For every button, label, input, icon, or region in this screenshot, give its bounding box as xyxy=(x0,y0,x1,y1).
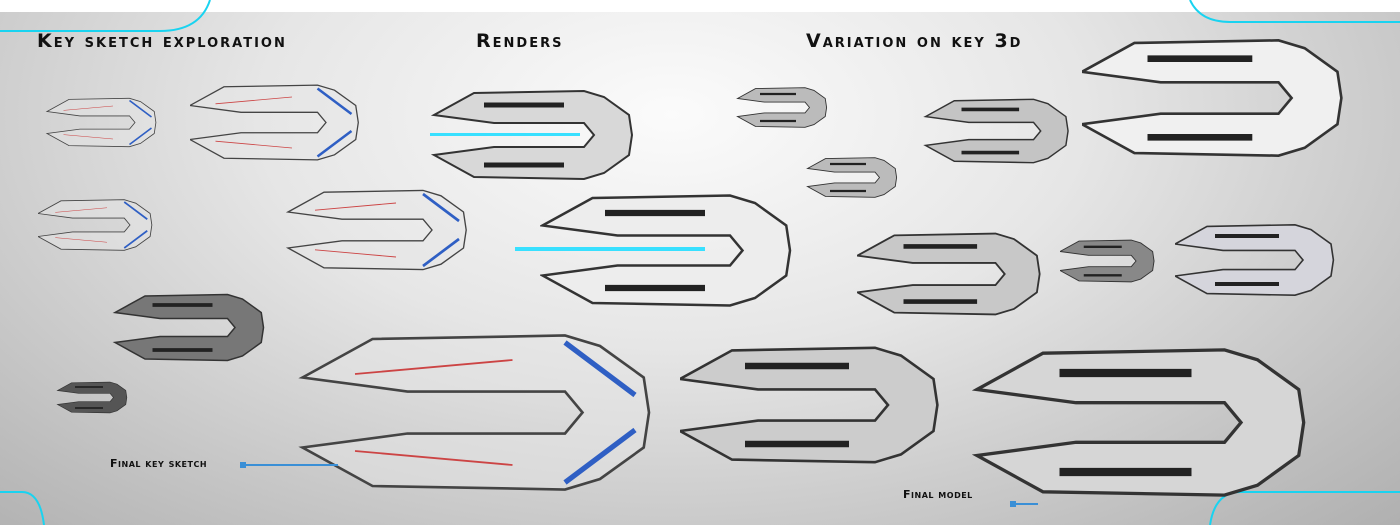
variation-ship-8 xyxy=(680,348,937,462)
final-key-sketch xyxy=(303,336,650,490)
variation-ship-1 xyxy=(736,86,828,129)
heading-renders: Renders xyxy=(476,30,564,52)
render-glow-1 xyxy=(430,133,580,136)
sketch-ship-1 xyxy=(46,97,157,148)
variation-ship-7 xyxy=(1175,225,1333,295)
sketch-ship-5 xyxy=(115,295,264,361)
callout-final-key-sketch: Final key sketch xyxy=(110,457,208,470)
variation-ship-2 xyxy=(806,156,898,199)
heading-key-sketch-exploration: Key sketch exploration xyxy=(37,30,287,52)
accent-line-bottom-left xyxy=(0,491,45,525)
callout-leader-model xyxy=(1010,501,1038,507)
final-model xyxy=(977,350,1304,495)
callout-leader-sketch xyxy=(240,462,338,468)
variation-ship-6 xyxy=(1060,238,1155,284)
accent-line-top-right xyxy=(1189,0,1400,23)
variation-ship-5 xyxy=(858,234,1040,315)
heading-variation-on-key-3d: Variation on key 3D xyxy=(806,30,1023,52)
variation-ship-3 xyxy=(923,97,1070,165)
sketch-ship-3 xyxy=(38,198,153,252)
variation-ship-4 xyxy=(1082,40,1341,155)
callout-final-model: Final model xyxy=(903,488,973,501)
accent-line-top-left xyxy=(0,0,211,32)
render-glow-2 xyxy=(515,247,705,251)
accent-line-bottom-right xyxy=(1209,491,1400,525)
sketch-ship-2 xyxy=(190,83,360,162)
sketch-ship-4 xyxy=(286,188,468,272)
sketch-ship-6 xyxy=(56,380,128,415)
